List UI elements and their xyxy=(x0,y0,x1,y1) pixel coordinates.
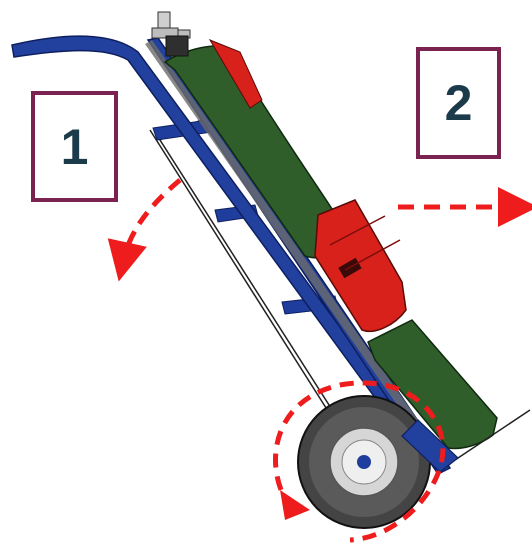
step-1-number: 1 xyxy=(60,118,89,175)
floor-line xyxy=(454,409,531,461)
roll-arrowhead-icon xyxy=(280,490,310,520)
wheel xyxy=(297,395,431,529)
extinguisher-tank xyxy=(314,199,407,332)
roll-arrow-icon xyxy=(272,380,446,543)
step-2-number: 2 xyxy=(444,75,473,131)
step-2-label: 2 xyxy=(416,47,501,159)
tilt-arrow-icon xyxy=(107,178,182,282)
trolley-front-rail xyxy=(145,37,452,475)
valve-icon xyxy=(151,11,191,57)
step-1-label: 1 xyxy=(31,91,118,202)
